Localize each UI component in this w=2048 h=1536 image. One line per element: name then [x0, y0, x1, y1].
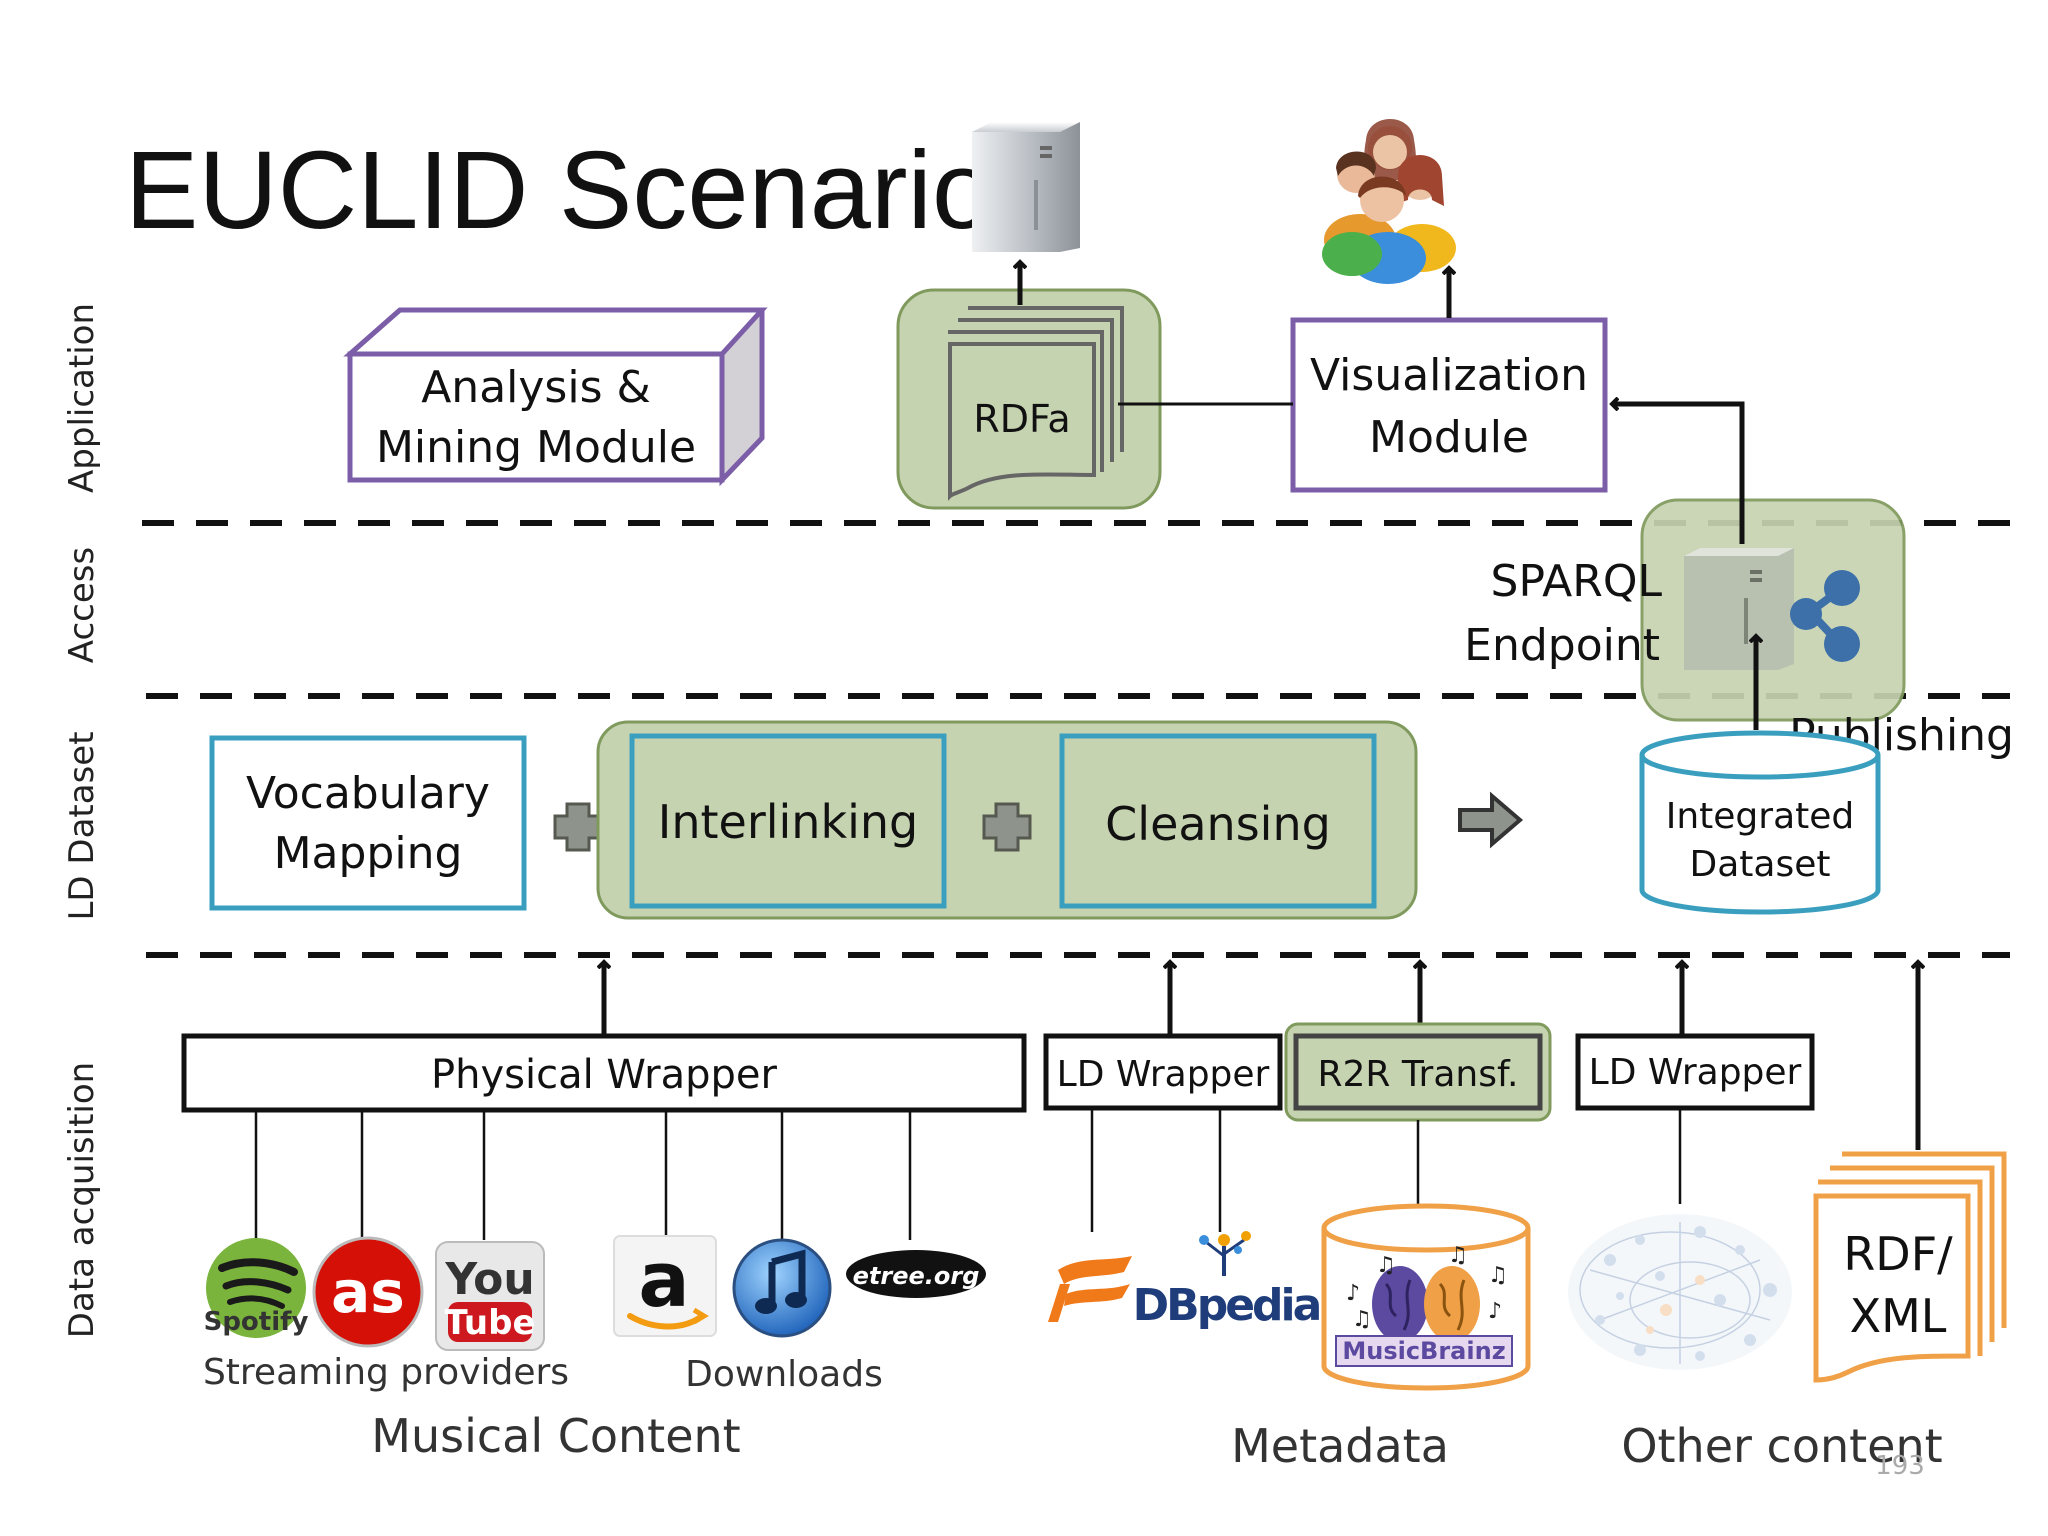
metadata-caption: Metadata — [1231, 1419, 1449, 1473]
musicbrainz-database: ♫ ♫ ♪ ♫ ♫ ♪ MusicBrainz — [1321, 1203, 1531, 1391]
musicbrainz-wordmark: MusicBrainz — [1342, 1337, 1505, 1365]
interlinking-label: Interlinking — [658, 795, 918, 849]
rdfa-label: RDFa — [973, 397, 1070, 441]
page-number: 193 — [1875, 1451, 1925, 1481]
integrated-label-line2: Dataset — [1690, 844, 1831, 885]
etree-logo: etree.org — [846, 1250, 986, 1298]
block-arrow-icon — [1458, 791, 1524, 849]
r2r-label: R2R Transf. — [1317, 1054, 1518, 1095]
share-network-icon — [1790, 570, 1860, 662]
other-content-caption: Other content — [1621, 1419, 1942, 1473]
etree-wordmark: etree.org — [853, 1262, 980, 1290]
integrated-label-line1: Integrated — [1666, 796, 1855, 837]
cleansing-label: Cleansing — [1105, 797, 1331, 851]
svg-text:♫: ♫ — [1352, 1307, 1372, 1332]
sparql-label-line2: Endpoint — [1464, 620, 1660, 671]
lastfm-logo: as — [312, 1236, 424, 1348]
plus-icon — [982, 802, 1032, 852]
analysis-label-line1: Analysis & — [421, 362, 651, 413]
integrated-dataset: Integrated Dataset — [1639, 730, 1881, 915]
music-note-icon — [755, 1249, 807, 1314]
dbpedia-wordmark: DBpedia — [1133, 1280, 1320, 1331]
ld-wrapper-box: LD Wrapper — [1575, 1033, 1815, 1111]
amazon-wordmark: a — [638, 1235, 689, 1324]
layer-label-application: Application — [62, 303, 102, 493]
vocab-label-line1: Vocabulary — [246, 768, 490, 819]
brain-icon — [1372, 1266, 1480, 1342]
analysis-label-line2: Mining Module — [376, 422, 696, 473]
plus-icon — [553, 802, 603, 852]
ld-wrapper-label: LD Wrapper — [1057, 1054, 1270, 1095]
users-icon — [1322, 119, 1456, 284]
svg-text:♫: ♫ — [1488, 1263, 1508, 1288]
youtube-you: You — [444, 1254, 534, 1305]
document-icon — [1813, 1193, 1971, 1383]
youtube-logo: You Tube — [435, 1241, 545, 1351]
visualization-label-line2: Module — [1369, 412, 1529, 463]
music-notes-decoration: ♫ ♫ ♪ ♫ ♫ ♪ — [1346, 1243, 1508, 1332]
svg-text:♪: ♪ — [1488, 1299, 1502, 1324]
vocabulary-mapping-box: Vocabulary Mapping — [209, 735, 527, 911]
layer-label-ld-dataset: LD Dataset — [62, 731, 102, 920]
sparql-label-line1: SPARQL — [1491, 556, 1663, 607]
rdfa-module: RDFa — [896, 288, 1162, 510]
r2r-transformation-box: R2R Transf. — [1284, 1022, 1552, 1122]
slide-title: EUCLID Scenario — [125, 129, 993, 252]
amazon-logo: a — [613, 1235, 717, 1337]
arrow-sparql-to-visualization — [1612, 404, 1745, 544]
ld-wrapper-box: LD Wrapper — [1043, 1033, 1283, 1111]
dbpedia-logo: DBpedia — [1133, 1231, 1323, 1331]
document-icon — [948, 342, 1096, 501]
vocab-label-line2: Mapping — [274, 828, 463, 879]
source-connectors — [254, 1108, 1682, 1240]
layer-label-access: Access — [62, 547, 102, 663]
spotify-logo: Spotify — [204, 1238, 309, 1338]
layer-label-data-acquisition: Data acquisition — [62, 1062, 102, 1338]
cleansing-box: Cleansing — [1059, 733, 1377, 909]
dbpedia-tree-icon — [1199, 1231, 1251, 1276]
lastfm-wordmark: as — [331, 1258, 405, 1326]
ld-wrapper-label: LD Wrapper — [1589, 1052, 1802, 1093]
youtube-tube: Tube — [444, 1303, 535, 1343]
svg-text:♫: ♫ — [1448, 1243, 1468, 1268]
physical-wrapper-box: Physical Wrapper — [181, 1033, 1027, 1113]
rdf-xml-documents: RDF/ XML — [1813, 1151, 2007, 1383]
svg-text:♪: ♪ — [1346, 1281, 1360, 1306]
itunes-logo — [732, 1238, 832, 1338]
downloads-caption: Downloads — [685, 1354, 883, 1395]
lod-cloud-icon — [1568, 1214, 1792, 1370]
sparql-endpoint: SPARQL Endpoint — [1464, 498, 1906, 722]
analysis-mining-module: Analysis & Mining Module — [343, 307, 768, 487]
rdfxml-label-line1: RDF/ — [1843, 1227, 1953, 1281]
visualization-label-line1: Visualization — [1310, 350, 1588, 401]
musical-content-caption: Musical Content — [371, 1409, 740, 1463]
server-icon — [972, 122, 1080, 252]
freebase-logo — [1048, 1256, 1132, 1322]
visualization-module: Visualization Module — [1290, 317, 1608, 493]
svg-text:♫: ♫ — [1376, 1253, 1396, 1278]
rdfxml-label-line2: XML — [1850, 1289, 1947, 1343]
streaming-providers-caption: Streaming providers — [203, 1352, 569, 1393]
interlinking-box: Interlinking — [629, 733, 947, 909]
spotify-wordmark: Spotify — [204, 1307, 309, 1337]
physical-wrapper-label: Physical Wrapper — [431, 1052, 778, 1098]
